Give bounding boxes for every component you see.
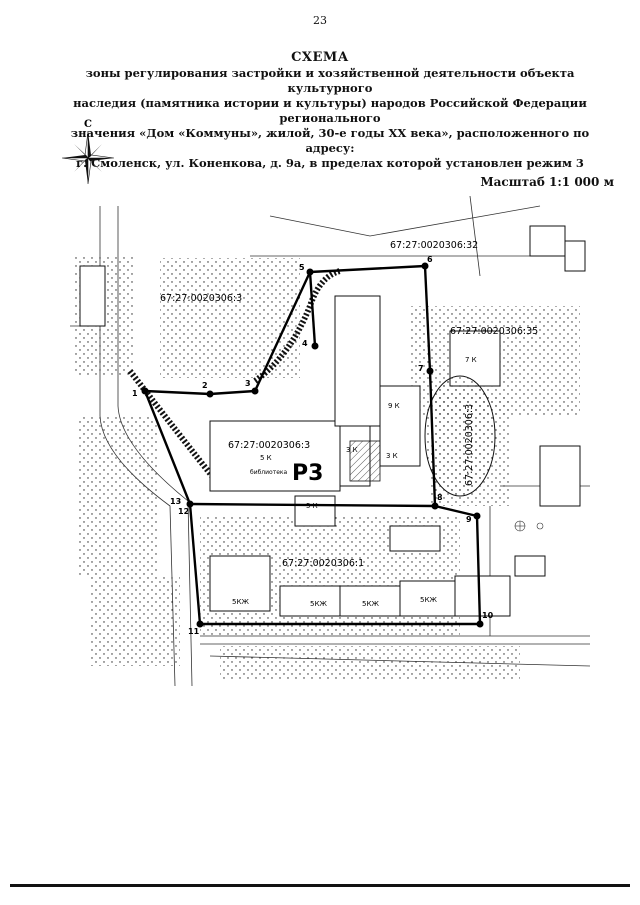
boundary-point [476, 620, 484, 628]
zone-boundary [143, 264, 482, 626]
point-label: 3 [245, 379, 251, 388]
map-scale: Масштаб 1:1 000 м [480, 175, 614, 189]
point-label: 9 [466, 515, 472, 524]
building-label: 7 К [465, 356, 477, 364]
description-line: зоны регулирования застройки и хозяйстве… [85, 66, 575, 95]
parcel-label: 67:27:0020306:32 [390, 240, 478, 251]
site-plan-svg: 1 2 3 4 5 6 7 8 9 10 11 12 13 67:27:0020… [70, 196, 590, 686]
building-label: 5КЖ [232, 598, 249, 606]
point-label: 2 [202, 381, 208, 390]
compass-rose-icon: С [61, 119, 115, 185]
boundary-point [306, 268, 314, 276]
embankment [127, 369, 223, 488]
building [389, 525, 441, 552]
plaza [424, 375, 496, 497]
building-label: 5 К [260, 454, 272, 462]
building [529, 225, 566, 257]
boundary-point [311, 342, 319, 350]
document-description: зоны регулирования застройки и хозяйстве… [60, 66, 600, 171]
zone-boundary [189, 502, 436, 508]
description-line: наследия (памятника истории и культуры) … [73, 96, 587, 125]
point-label: 11 [188, 627, 200, 636]
building-label: 5 К [306, 502, 318, 510]
building [79, 265, 106, 327]
building [539, 445, 581, 507]
boundary-points [141, 262, 484, 628]
document-title: СХЕМА [291, 50, 349, 65]
description-line: значения «Дом «Коммуны», жилой, 30-е год… [70, 126, 590, 155]
point-label: 1 [132, 389, 138, 398]
building [339, 585, 401, 617]
zone-label: Р3 [292, 461, 323, 486]
boundary-point [186, 500, 194, 508]
boundary-point [431, 502, 439, 510]
parcel-label: 67:27:0020306:3 [228, 440, 310, 451]
building-label: 3 К [386, 452, 398, 460]
point-label: 6 [427, 255, 433, 264]
parcel-label: 67:27:0020306:3 [160, 293, 242, 304]
building-note: библиотека [250, 469, 288, 476]
building-label: 3 К [346, 446, 358, 454]
boundary-point [473, 512, 481, 520]
hatched-lot [349, 440, 381, 482]
embankment [253, 268, 341, 384]
site-plan-map: 1 2 3 4 5 6 7 8 9 10 11 12 13 67:27:0020… [70, 196, 590, 686]
building [209, 420, 341, 492]
boundary-point [426, 367, 434, 375]
boundary-point [196, 620, 204, 628]
point-label: 13 [170, 497, 181, 506]
parcel-label: 67:27:0020306:1 [282, 558, 364, 569]
point-label: 7 [418, 364, 424, 373]
zone-boundary [308, 271, 317, 347]
building [514, 555, 546, 577]
building [334, 295, 381, 427]
building [454, 575, 511, 617]
building [279, 585, 341, 617]
building-label: 5КЖ [362, 600, 379, 608]
building [564, 240, 586, 272]
building [209, 555, 271, 612]
boundary-point [421, 262, 429, 270]
building [379, 385, 421, 467]
description-line: г. Смоленск, ул. Коненкова, д. 9а, в пре… [76, 156, 584, 170]
boundary-point [206, 390, 214, 398]
page-bottom-rule [10, 884, 630, 887]
parcel-label: 67:27:0020306:35 [450, 326, 538, 337]
point-label: 8 [437, 493, 443, 502]
building [449, 330, 501, 387]
point-label: 5 [299, 263, 305, 272]
survey-marks [514, 520, 544, 532]
boundary-point [141, 387, 149, 395]
boundary-point [251, 387, 259, 395]
building-label: 5КЖ [420, 596, 437, 604]
building-label: 9 К [388, 402, 400, 410]
point-label: 12 [178, 507, 189, 516]
building [294, 495, 336, 527]
point-label: 4 [302, 339, 308, 348]
compass-north-letter: С [84, 119, 92, 130]
building-label: 5КЖ [310, 600, 327, 608]
parcel-label: 67:27:0020306:3 [464, 404, 475, 486]
building [399, 580, 456, 617]
point-label: 10 [482, 611, 494, 620]
page-number: 23 [313, 14, 327, 27]
